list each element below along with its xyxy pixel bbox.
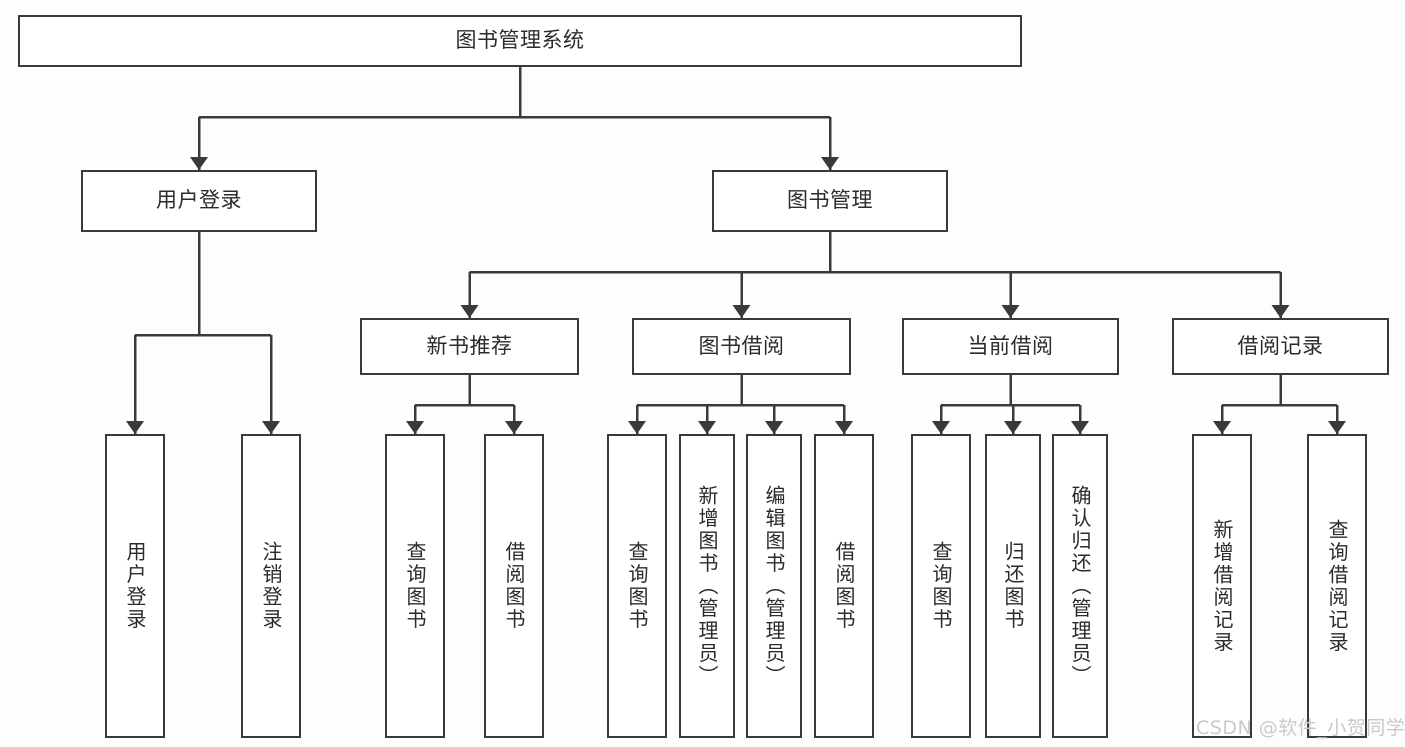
arrowhead-current-borrow <box>1001 305 1020 318</box>
node-leaf-bb-query[interactable]: 查询图书 <box>607 434 667 738</box>
node-label-leaf-cb-return: 归还图书 <box>1001 541 1025 631</box>
node-new-book-rec[interactable]: 新书推荐 <box>360 318 579 375</box>
arrowhead-leaf-rec-query <box>406 421 424 434</box>
arrowhead-leaf-user-login <box>126 421 144 434</box>
arrowhead-book-borrow <box>732 305 751 318</box>
node-leaf-bb-add[interactable]: 新增图书（管理员） <box>679 434 735 738</box>
node-leaf-bb-edit[interactable]: 编辑图书（管理员） <box>746 434 802 738</box>
arrowhead-user-login <box>190 157 208 170</box>
arrowhead-leaf-bb-edit <box>765 421 783 434</box>
node-leaf-rec-borrow[interactable]: 借阅图书 <box>484 434 544 738</box>
node-book-borrow[interactable]: 图书借阅 <box>632 318 851 375</box>
arrowhead-leaf-cb-return <box>1004 421 1022 434</box>
node-label-leaf-bb-edit: 编辑图书（管理员） <box>762 484 786 688</box>
arrowhead-leaf-user-logout <box>262 421 280 434</box>
node-borrow-record[interactable]: 借阅记录 <box>1172 318 1389 375</box>
arrowhead-leaf-bb-add <box>698 421 716 434</box>
node-label-leaf-cb-query: 查询图书 <box>929 541 953 631</box>
node-user-login[interactable]: 用户登录 <box>81 170 317 232</box>
node-label-book-manage: 图书管理 <box>787 188 873 213</box>
arrowhead-leaf-bb-query <box>628 421 646 434</box>
node-label-leaf-br-query: 查询借阅记录 <box>1325 518 1349 654</box>
node-leaf-br-add[interactable]: 新增借阅记录 <box>1192 434 1252 738</box>
node-label-book-borrow: 图书借阅 <box>698 333 785 358</box>
node-label-leaf-bb-borrow: 借阅图书 <box>832 541 856 631</box>
node-root[interactable]: 图书管理系统 <box>18 15 1022 67</box>
arrowhead-borrow-record <box>1271 305 1290 318</box>
arrowhead-leaf-bb-borrow <box>835 421 853 434</box>
node-label-user-login: 用户登录 <box>156 188 242 213</box>
arrowhead-leaf-br-query <box>1328 421 1346 434</box>
node-leaf-user-login[interactable]: 用户登录 <box>105 434 165 738</box>
node-label-current-borrow: 当前借阅 <box>967 333 1054 358</box>
node-leaf-cb-confirm[interactable]: 确认归还（管理员） <box>1052 434 1108 738</box>
node-current-borrow[interactable]: 当前借阅 <box>902 318 1119 375</box>
node-label-borrow-record: 借阅记录 <box>1237 333 1324 358</box>
arrowhead-book-manage <box>821 157 839 170</box>
arrowhead-leaf-cb-query <box>932 421 950 434</box>
node-leaf-bb-borrow[interactable]: 借阅图书 <box>814 434 874 738</box>
node-book-manage[interactable]: 图书管理 <box>712 170 948 232</box>
node-label-new-book-rec: 新书推荐 <box>426 333 513 358</box>
node-label-leaf-bb-add: 新增图书（管理员） <box>695 484 719 688</box>
arrowhead-leaf-rec-borrow <box>505 421 523 434</box>
node-label-leaf-cb-confirm: 确认归还（管理员） <box>1068 484 1092 688</box>
arrowhead-leaf-cb-confirm <box>1071 421 1089 434</box>
node-label-leaf-br-add: 新增借阅记录 <box>1210 518 1234 654</box>
node-label-leaf-user-login: 用户登录 <box>123 541 147 631</box>
node-leaf-cb-query[interactable]: 查询图书 <box>911 434 971 738</box>
node-label-leaf-user-logout: 注销登录 <box>259 541 283 631</box>
node-leaf-cb-return[interactable]: 归还图书 <box>985 434 1041 738</box>
arrowhead-new-book-rec <box>460 305 479 318</box>
csdn-watermark: CSDN @软件_小贺同学 <box>1196 717 1405 739</box>
node-leaf-br-query[interactable]: 查询借阅记录 <box>1307 434 1367 738</box>
node-label-root: 图书管理系统 <box>455 28 585 53</box>
node-leaf-user-logout[interactable]: 注销登录 <box>241 434 301 738</box>
node-label-leaf-rec-borrow: 借阅图书 <box>502 541 526 631</box>
node-label-leaf-bb-query: 查询图书 <box>625 541 649 631</box>
arrowhead-leaf-br-add <box>1213 421 1231 434</box>
node-leaf-rec-query[interactable]: 查询图书 <box>385 434 445 738</box>
node-label-leaf-rec-query: 查询图书 <box>403 541 427 631</box>
